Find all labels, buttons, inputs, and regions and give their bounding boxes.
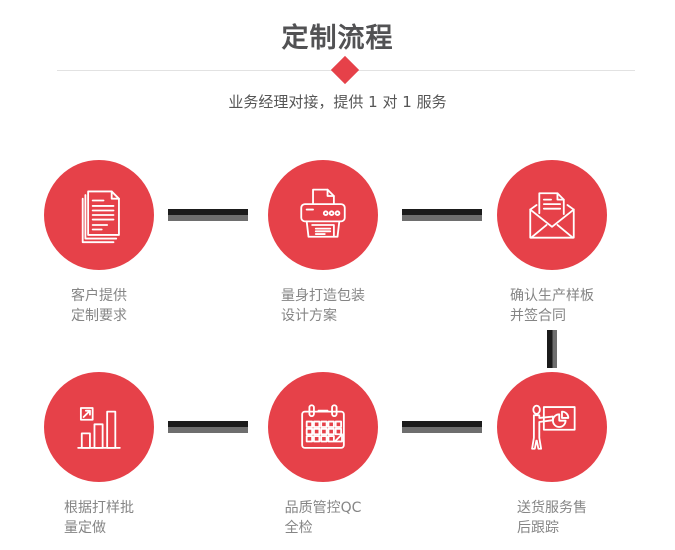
- step-circle: [497, 372, 607, 482]
- step-1: 客户提供 定制要求: [19, 160, 179, 327]
- step-label-line2: 定制要求: [71, 308, 127, 325]
- connector-step4-step5: [168, 421, 248, 433]
- step-5: 品质管控QC 全检: [243, 372, 403, 539]
- step-3: 确认生产样板 并签合同: [472, 160, 632, 327]
- step-circle: [268, 372, 378, 482]
- step-label: 客户提供 定制要求: [71, 286, 127, 327]
- diamond-accent: [330, 55, 360, 85]
- step-label: 送货服务售 后跟踪: [517, 498, 587, 539]
- step-label-line2: 设计方案: [281, 308, 337, 325]
- step-label-line2: 并签合同: [510, 308, 566, 325]
- step-label-line1: 客户提供: [71, 288, 127, 304]
- step-label: 根据打样批 量定做: [64, 498, 134, 539]
- step-label-line2: 全检: [284, 520, 313, 537]
- printer-icon: [300, 188, 346, 238]
- step-label-line1: 确认生产样板: [510, 288, 594, 304]
- step-label-line1: 量身打造包装: [281, 288, 365, 304]
- step-label-line2: 后跟踪: [517, 520, 559, 537]
- step-label-line1: 根据打样批: [64, 500, 134, 516]
- step-label: 量身打造包装 设计方案: [281, 286, 365, 327]
- bar-chart-icon: [77, 407, 121, 449]
- step-circle: [268, 160, 378, 270]
- connector-step5-step6: [402, 421, 482, 433]
- envelope-icon: [529, 192, 575, 239]
- connector-step1-step2: [168, 209, 248, 221]
- step-circle: [44, 372, 154, 482]
- step-circle: [44, 160, 154, 270]
- step-4: 根据打样批 量定做: [19, 372, 179, 539]
- step-circle: [497, 160, 607, 270]
- step-label: 品质管控QC 全检: [285, 498, 362, 539]
- page-title: 定制流程: [281, 23, 394, 54]
- page-subtitle: 业务经理对接，提供 1 对 1 服务: [228, 93, 447, 111]
- step-label-line2: 量定做: [64, 520, 106, 537]
- connector-step2-step3: [402, 209, 482, 221]
- connector-step3-step6: [547, 330, 557, 368]
- step-label-line1: 品质管控QC: [284, 500, 362, 516]
- presentation-icon: [531, 404, 576, 450]
- step-label-line1: 送货服务售: [517, 500, 587, 516]
- step-6: 送货服务售 后跟踪: [472, 372, 632, 539]
- step-label: 确认生产样板 并签合同: [510, 286, 594, 327]
- calendar-icon: [301, 404, 345, 449]
- documents-icon: [81, 190, 120, 244]
- step-2: 量身打造包装 设计方案: [243, 160, 403, 327]
